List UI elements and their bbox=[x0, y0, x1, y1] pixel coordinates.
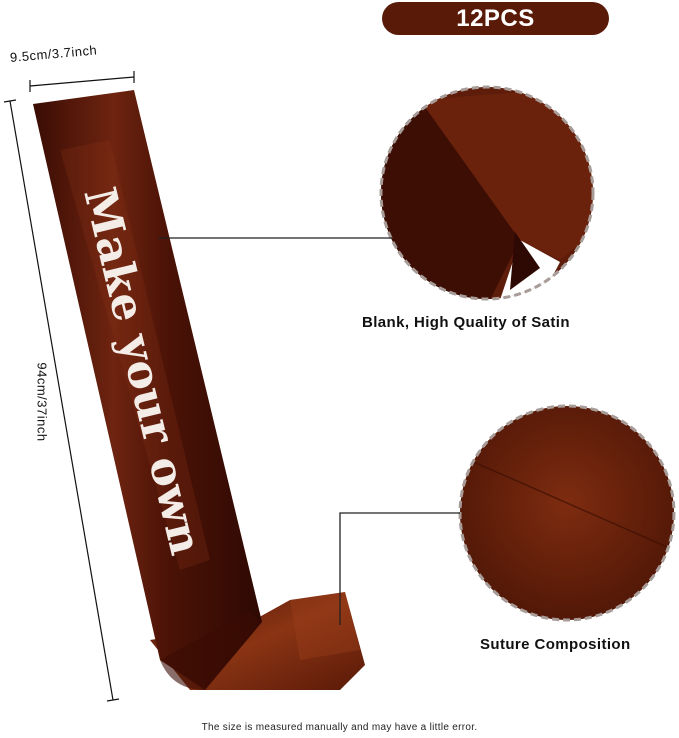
quantity-badge: 12PCS bbox=[382, 2, 609, 35]
satin-caption: Blank, High Quality of Satin bbox=[362, 314, 570, 331]
satin-closeup bbox=[379, 85, 595, 301]
sash bbox=[33, 90, 365, 690]
measurement-footnote: The size is measured manually and may ha… bbox=[201, 722, 478, 733]
suture-caption: Suture Composition bbox=[480, 636, 631, 653]
suture-callout-line bbox=[339, 512, 460, 625]
suture-closeup bbox=[458, 404, 676, 622]
width-dimension-line bbox=[29, 71, 135, 92]
height-label: 94cm/37inch bbox=[34, 362, 50, 442]
height-dimension-line bbox=[3, 99, 120, 702]
